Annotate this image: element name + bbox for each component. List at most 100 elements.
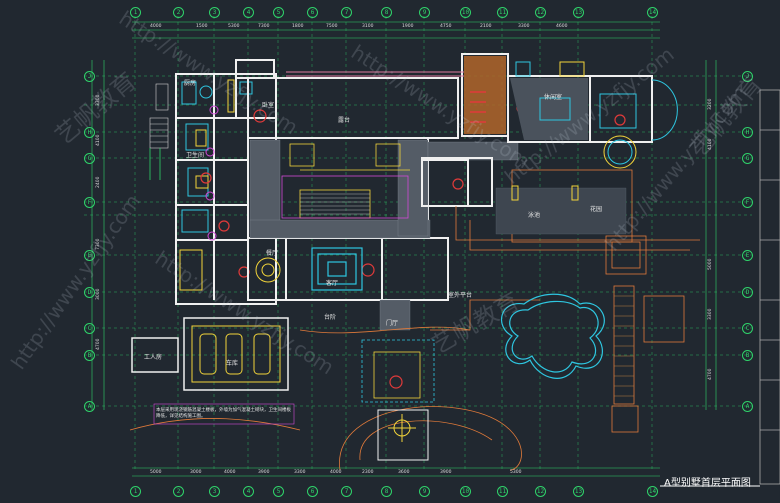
dimension-text: 5000: [150, 470, 162, 475]
row-axis-bubble: B: [742, 350, 753, 361]
row-axis-bubble: G: [742, 153, 753, 164]
column-axis-bubble: 12: [535, 486, 546, 497]
row-axis-bubble: B: [84, 350, 95, 361]
row-axis-bubble: E: [742, 250, 753, 261]
terrace-columns: [511, 185, 579, 201]
row-axis-bubble: A: [84, 401, 95, 412]
room-label: 客厅: [326, 280, 339, 287]
dimension-text: 2400: [96, 176, 101, 188]
column-axis-bubble: 13: [573, 486, 584, 497]
column-axis-bubble: 7: [341, 7, 352, 18]
right-wing-yellow: [559, 61, 637, 169]
room-label: 卫生间: [186, 152, 205, 159]
dimension-text: 3100: [362, 24, 374, 29]
column-axis-bubble: 4: [243, 7, 254, 18]
dimension-text: 3600: [398, 470, 410, 475]
note-box: [153, 403, 295, 425]
living-room-furniture: [311, 247, 363, 291]
left-exterior-stairs: [149, 83, 169, 149]
drawing-title: A型别墅首层平面图: [664, 478, 751, 489]
terrace-hatch: [495, 187, 627, 235]
left-wing-fixtures: [181, 81, 253, 233]
dimension-text: 1800: [292, 24, 304, 29]
row-axis-bubble: G: [84, 153, 95, 164]
column-axis-bubble: 14: [647, 486, 658, 497]
top-dimension-chain: [132, 21, 660, 39]
right-wing-red-fixtures: [470, 91, 486, 123]
column-axis-bubble: 7: [341, 486, 352, 497]
bottom-dimension-chain: [132, 467, 660, 477]
dimension-text: 1900: [402, 24, 414, 29]
room-label: 工人房: [144, 354, 163, 361]
dimension-text: 5300: [510, 470, 522, 475]
row-axis-bubble: C: [84, 323, 95, 334]
dimension-text: 7300: [258, 24, 270, 29]
room-label: 泳池: [528, 212, 541, 219]
drawing-note: 本层采用现浇钢筋混凝土楼板，外墙为加气混凝土砌块，卫生间楼板降低，详见结构施工图…: [156, 408, 291, 419]
dimension-text: 4600: [556, 24, 568, 29]
magenta-interior-lines: [281, 175, 409, 219]
right-wing-grey-room: [510, 78, 588, 140]
row-axis-bubble: J: [84, 71, 95, 82]
column-axis-bubble: 6: [307, 486, 318, 497]
left-wing-magenta: [205, 105, 219, 241]
column-axis-bubble: 1: [130, 7, 141, 18]
dimension-text: 5300: [228, 24, 240, 29]
column-axis-bubble: 6: [307, 7, 318, 18]
left-wing-walls: [175, 59, 277, 305]
dimension-text: 7300: [96, 238, 101, 250]
dimension-text: 3000: [190, 470, 202, 475]
column-axis-bubble: 2: [173, 486, 184, 497]
room-label: 厨房: [184, 80, 197, 87]
dimension-text: 4100: [96, 134, 101, 146]
garage: [191, 325, 281, 383]
dimension-text: 4750: [440, 24, 452, 29]
column-axis-bubble: 13: [573, 7, 584, 18]
row-axis-bubble: F: [84, 197, 95, 208]
row-axis-bubble: C: [742, 323, 753, 334]
room-label: 台阶: [324, 314, 337, 321]
entrance-court: [377, 409, 429, 461]
room-label: 门厅: [386, 320, 399, 327]
right-wing-walls: [421, 53, 653, 207]
row-axis-bubble: D: [84, 287, 95, 298]
dimension-text: 4100: [708, 138, 713, 150]
dimension-text: 3000: [96, 288, 101, 300]
dimension-text: 4000: [150, 24, 162, 29]
column-axis-bubble: 8: [381, 486, 392, 497]
column-axis-bubble: 9: [419, 7, 430, 18]
column-axis-bubble: 3: [209, 486, 220, 497]
right-wing-orange-floor: [464, 56, 506, 134]
dimension-text: 3300: [518, 24, 530, 29]
entry-yellow: [373, 351, 421, 399]
pergola-walkway: [605, 235, 685, 433]
stair-hatch: [300, 193, 370, 215]
dimension-text: 7500: [326, 24, 338, 29]
dining-table: [255, 257, 281, 283]
garage-walls: [131, 317, 289, 391]
room-label: 卧室: [262, 102, 275, 109]
column-axis-bubble: 10: [460, 7, 471, 18]
title-block: [759, 89, 780, 485]
dimension-text: 5000: [708, 258, 713, 270]
dimension-text: 3900: [258, 470, 270, 475]
column-axis-bubble: 8: [381, 7, 392, 18]
column-axis-bubble: 5: [273, 7, 284, 18]
column-axis-bubble: 11: [497, 7, 508, 18]
dimension-text: 4000: [330, 470, 342, 475]
row-axis-bubble: H: [742, 127, 753, 138]
entry-path: [361, 339, 435, 403]
swimming-pool: [501, 293, 605, 379]
room-label: 餐厅: [266, 250, 279, 257]
pergola-rungs: [614, 295, 634, 397]
corridor-tiles: [249, 139, 519, 331]
column-axis-bubble: 14: [647, 7, 658, 18]
right-wing-cyan: [515, 61, 678, 165]
dimension-text: 2300: [362, 470, 374, 475]
room-label: 车库: [226, 360, 239, 367]
dimension-text: 1500: [196, 24, 208, 29]
fireplace-area: [289, 143, 410, 219]
column-axis-bubble: 1: [130, 486, 141, 497]
row-axis-bubble: H: [84, 127, 95, 138]
